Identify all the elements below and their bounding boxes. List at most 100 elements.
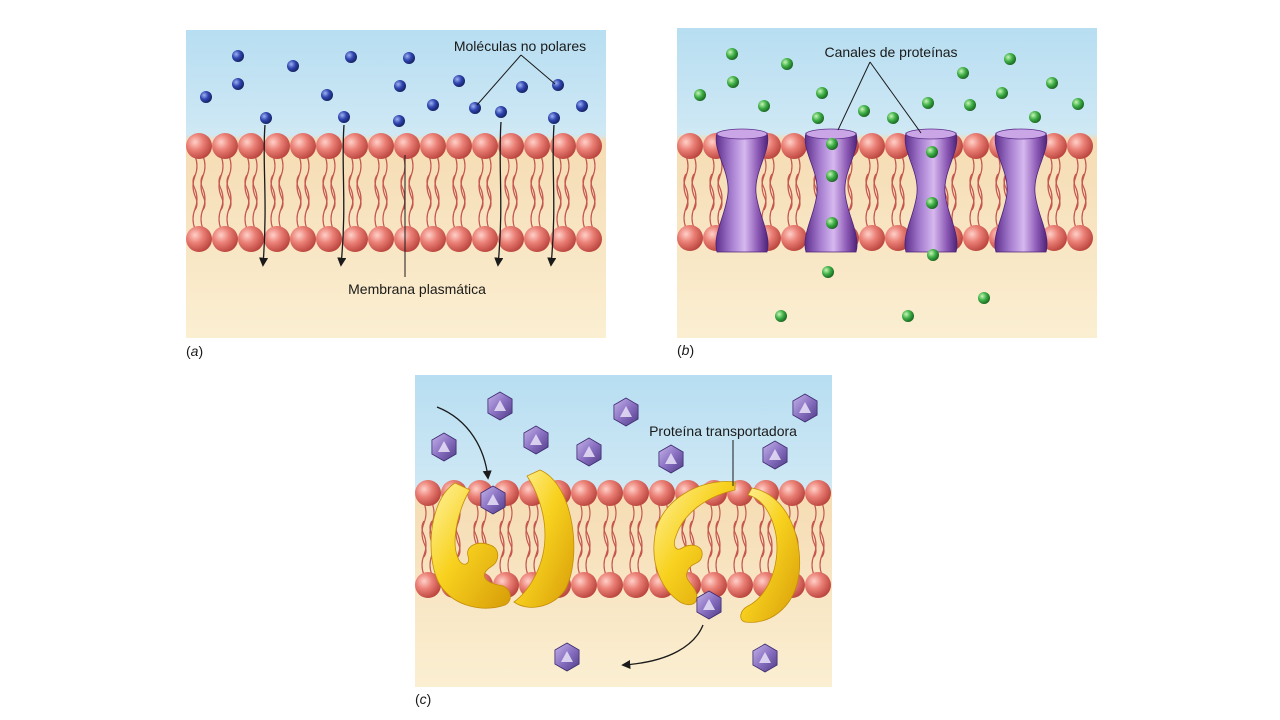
carrier-protein-open-outside bbox=[430, 469, 575, 609]
lipid-tail bbox=[865, 173, 871, 229]
polar-molecule bbox=[902, 310, 914, 322]
lipid-tail bbox=[995, 173, 1001, 229]
lipid-tail bbox=[691, 173, 697, 229]
phospholipid-head bbox=[420, 133, 446, 159]
lipid-tail bbox=[192, 174, 198, 230]
carrier-protein-label: Proteína transportadora bbox=[649, 423, 797, 439]
protein-channel bbox=[904, 132, 958, 253]
phospholipid-head bbox=[597, 480, 623, 506]
lipid-tail bbox=[787, 173, 793, 229]
exit-arrow bbox=[621, 624, 704, 670]
phospholipid-head bbox=[316, 133, 342, 159]
lipid-tail bbox=[530, 174, 536, 230]
phospholipid-head bbox=[963, 133, 989, 159]
lipid-tail bbox=[538, 174, 544, 230]
phospholipid-head bbox=[576, 226, 602, 252]
lipid-tail bbox=[533, 520, 539, 576]
phospholipid-head bbox=[212, 133, 238, 159]
phospholipid-head bbox=[394, 133, 420, 159]
lipid-tail bbox=[717, 173, 723, 229]
phospholipid-head bbox=[394, 226, 420, 252]
polar-molecule bbox=[1004, 53, 1016, 65]
phospholipid-head bbox=[415, 480, 441, 506]
lipid-tail bbox=[637, 520, 643, 576]
lipid-tail bbox=[811, 520, 817, 576]
panel-b-caption: (b) bbox=[677, 342, 694, 358]
phospholipid-head bbox=[1041, 133, 1067, 159]
nonpolar-molecule bbox=[287, 60, 299, 72]
lipid-tail bbox=[683, 173, 689, 229]
phospholipid-head bbox=[264, 226, 290, 252]
phospholipid-head bbox=[420, 226, 446, 252]
phospholipid-head bbox=[781, 133, 807, 159]
nonpolar-molecule bbox=[552, 79, 564, 91]
transported-molecule bbox=[480, 485, 506, 515]
phospholipid-head bbox=[623, 480, 649, 506]
lipid-tail bbox=[611, 520, 617, 576]
phospholipid-head bbox=[1041, 225, 1067, 251]
lipid-tail bbox=[733, 520, 739, 576]
polar-molecule bbox=[964, 99, 976, 111]
lipid-tail bbox=[218, 174, 224, 230]
diffusion-arrow bbox=[547, 124, 557, 267]
lipid-tail bbox=[1081, 173, 1087, 229]
lipid-tail bbox=[434, 174, 440, 230]
hexagon-facet bbox=[583, 446, 595, 457]
transported-molecule bbox=[576, 437, 602, 467]
lipid-tail bbox=[525, 520, 531, 576]
hexagon-facet bbox=[703, 599, 715, 610]
phospholipid-head bbox=[498, 226, 524, 252]
lipid-tail bbox=[348, 174, 354, 230]
panel-c-background bbox=[415, 375, 832, 687]
transported-molecule bbox=[658, 444, 684, 474]
hexagon-facet bbox=[561, 651, 573, 662]
phospholipid-head bbox=[498, 133, 524, 159]
channel-opening bbox=[995, 128, 1047, 140]
lipid-tail bbox=[478, 174, 484, 230]
lipid-tail bbox=[769, 173, 775, 229]
phospholipid-head bbox=[212, 226, 238, 252]
phospholipid-head bbox=[571, 480, 597, 506]
panel-a-nonpolar-molecules bbox=[200, 50, 588, 127]
lipid-tail bbox=[590, 174, 596, 230]
transported-molecule bbox=[696, 590, 722, 620]
panel-a-label-lines bbox=[404, 54, 556, 277]
phospholipid-head bbox=[963, 225, 989, 251]
lipid-tail bbox=[819, 520, 825, 576]
nonpolar-molecule bbox=[260, 112, 272, 124]
channel-opening bbox=[716, 128, 768, 140]
panel-a: Moléculas no polares Membrana plasmática… bbox=[186, 30, 606, 359]
panel-c-arrows bbox=[436, 406, 704, 670]
diffusion-arrow bbox=[494, 121, 504, 267]
lipid-tail bbox=[421, 520, 427, 576]
phospholipid-head bbox=[649, 480, 675, 506]
hexagon-facet bbox=[769, 449, 781, 460]
channel-opening bbox=[905, 128, 957, 140]
phospholipid-head bbox=[290, 133, 316, 159]
lipid-tail bbox=[200, 174, 206, 230]
lipid-tail bbox=[891, 173, 897, 229]
hexagon-facet bbox=[799, 402, 811, 413]
phospholipid-head bbox=[677, 133, 703, 159]
polar-molecule bbox=[826, 170, 838, 182]
panel-a-lipid-bilayer bbox=[186, 133, 602, 252]
phospholipid-head bbox=[805, 480, 831, 506]
hexagon-facet bbox=[759, 652, 771, 663]
protein-channel bbox=[715, 132, 769, 253]
nonpolar-molecule bbox=[427, 99, 439, 111]
lipid-tail bbox=[603, 520, 609, 576]
phospholipid-head bbox=[727, 572, 753, 598]
lipid-tail bbox=[977, 173, 983, 229]
phospholipid-head bbox=[524, 226, 550, 252]
lipid-tail bbox=[499, 520, 505, 576]
phospholipid-head bbox=[186, 226, 212, 252]
lipid-tail bbox=[356, 174, 362, 230]
transported-molecule bbox=[523, 425, 549, 455]
lipid-tail bbox=[795, 173, 801, 229]
polar-molecule bbox=[758, 100, 770, 112]
phospholipid-head bbox=[415, 572, 441, 598]
phospholipid-head bbox=[550, 226, 576, 252]
lipid-tail bbox=[899, 173, 905, 229]
polar-molecule bbox=[812, 112, 824, 124]
